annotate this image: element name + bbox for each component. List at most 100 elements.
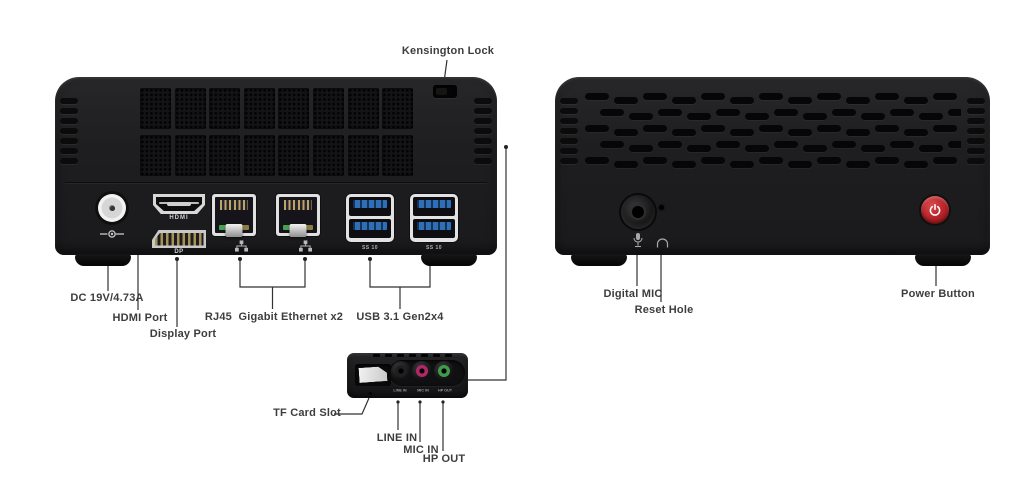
vent-slot (846, 161, 870, 168)
vent-slot (774, 141, 798, 148)
vent-rib (474, 98, 492, 104)
microphone-icon (633, 233, 643, 248)
vent-rib (967, 138, 985, 144)
mic-in-jack (412, 361, 432, 381)
side-audio-panel: LINE IN MIC IN HP OUT (347, 353, 468, 398)
panel-notch (397, 354, 404, 357)
vent-slot (687, 113, 711, 120)
callout-tf-card-slot: TF Card Slot (273, 407, 341, 419)
vent-patch (140, 134, 171, 176)
vent-slot (846, 129, 870, 136)
vent-slot (701, 125, 725, 132)
usb-tab (353, 222, 387, 230)
vent-slot (788, 129, 812, 136)
panel-notch (409, 354, 416, 357)
vent-slot (904, 161, 928, 168)
vent-patch (347, 88, 379, 129)
usb-speed-engraving: SS 10 (361, 245, 379, 251)
vent-slot (803, 145, 827, 152)
hp-out-engraving: HP OUT (438, 389, 452, 393)
ethernet-pins (220, 200, 248, 210)
usb-tab (417, 200, 451, 208)
usb-port (413, 197, 455, 216)
callout-hp-out: HP OUT (422, 453, 466, 465)
vent-slot (933, 125, 957, 132)
vent-patch (382, 134, 414, 176)
vent-rib (474, 158, 492, 164)
panel-notch (385, 354, 392, 357)
callout-reset-hole: Reset Hole (634, 304, 694, 316)
vent-slot (716, 109, 740, 116)
vent-rib (474, 138, 492, 144)
vent-rib (560, 108, 578, 114)
vent-rib (60, 158, 78, 164)
vent-slot (716, 141, 740, 148)
vent-slot (933, 157, 957, 164)
callout-dc-power: DC 19V/4.73A (70, 292, 144, 304)
callout-line-in: LINE IN (376, 432, 418, 444)
vent-slot (687, 145, 711, 152)
vent-slot (585, 93, 609, 100)
vent-slot (701, 157, 725, 164)
displayport-contacts (154, 232, 204, 246)
vent-slot (658, 141, 682, 148)
vent-slot (672, 97, 696, 104)
ethernet-pins (284, 200, 312, 210)
vent-slot (600, 109, 624, 116)
vent-slot (861, 113, 885, 120)
vent-slot (730, 161, 754, 168)
vent-slot (817, 93, 841, 100)
usb-port-stack-1 (346, 194, 394, 242)
ethernet-port-2 (276, 194, 320, 237)
panel-notch (445, 354, 452, 357)
vent-patch (313, 88, 344, 129)
usb-port-stack-2 (410, 194, 458, 242)
vent-rib (560, 158, 578, 164)
usb-speed-engraving: SS 10 (425, 245, 443, 251)
ethernet-led-amber (240, 225, 249, 230)
device-foot (915, 254, 971, 266)
line-in-jack (391, 361, 411, 381)
vent-rib (967, 128, 985, 134)
vent-slot (890, 109, 914, 116)
callout-ethernet: RJ45 Gigabit Ethernet x2 (204, 311, 344, 323)
hp-out-jack (434, 361, 454, 381)
vent-slot (919, 113, 943, 120)
front-vent-grid (585, 93, 961, 177)
panel-notch (421, 354, 428, 357)
panel-pinhole (369, 392, 372, 395)
reset-pinhole (659, 205, 664, 210)
digital-mic-jack (621, 195, 655, 229)
vent-slot (817, 157, 841, 164)
vent-slot (730, 129, 754, 136)
vent-slot (919, 145, 943, 152)
vent-rib (60, 98, 78, 104)
vent-slot (788, 161, 812, 168)
side-vent-ribs (474, 98, 492, 164)
usb-tab (417, 222, 451, 230)
vent-rib (967, 98, 985, 104)
vent-slot (745, 145, 769, 152)
vent-patch (313, 134, 344, 176)
rear-vent-grid (140, 88, 414, 176)
vent-slot (948, 109, 961, 116)
hdmi-port (153, 194, 205, 214)
callout-power-button: Power Button (901, 288, 975, 300)
ethernet-led-green (283, 225, 292, 230)
vent-rib (967, 118, 985, 124)
line-in-engraving: LINE IN (393, 389, 407, 393)
vent-slot (629, 145, 653, 152)
vent-patch (174, 88, 206, 129)
vent-slot (614, 129, 638, 136)
vent-patch (209, 134, 241, 176)
vent-slot (832, 141, 856, 148)
ethernet-port-1 (212, 194, 256, 237)
vent-patch (347, 134, 379, 176)
power-button (921, 196, 949, 224)
vent-slot (817, 125, 841, 132)
vent-patch (278, 134, 310, 176)
vent-rib (560, 148, 578, 154)
vent-slot (875, 157, 899, 164)
vent-slot (875, 93, 899, 100)
